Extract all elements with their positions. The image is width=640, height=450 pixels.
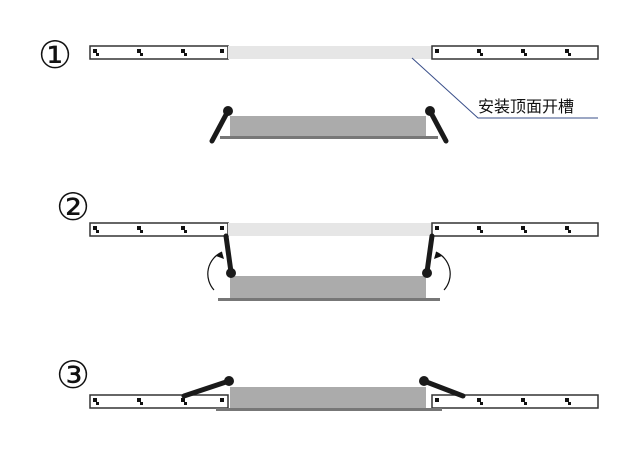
ceiling-board <box>89 394 229 409</box>
step-1: ① 安装顶面开槽 <box>38 33 599 144</box>
spring-clip-right <box>422 233 435 278</box>
spring-clip-right <box>419 376 466 399</box>
spring-clip-left <box>209 106 233 144</box>
panel-light <box>216 387 442 411</box>
callout-leader <box>411 57 598 119</box>
ceiling-right <box>431 394 599 409</box>
panel-light <box>220 116 438 139</box>
step-2-number: ② <box>56 185 90 229</box>
ceiling-dots <box>435 49 571 56</box>
ceiling-board <box>89 222 229 237</box>
spring-clip-right <box>425 106 449 144</box>
ceiling-right <box>431 222 599 237</box>
ceiling-board <box>89 45 229 60</box>
step-2: ② <box>56 185 599 301</box>
callout-label: 安装顶面开槽 <box>478 97 574 116</box>
panel-trim <box>220 136 438 139</box>
ceiling-opening <box>228 46 432 59</box>
ceiling-dots <box>435 398 571 405</box>
panel-body <box>230 276 426 298</box>
panel-trim <box>216 408 442 411</box>
ceiling-dots <box>435 226 571 233</box>
ceiling-board <box>431 222 599 237</box>
rotate-arrow-icon <box>434 251 451 291</box>
rotate-arrow-icon <box>207 251 224 291</box>
ceiling-dots <box>93 398 224 405</box>
spring-clip-left <box>181 376 234 399</box>
panel-light <box>218 276 440 301</box>
ceiling-board <box>431 45 599 60</box>
ceiling-board <box>431 394 599 409</box>
step-3-number: ③ <box>56 353 90 397</box>
ceiling-left <box>89 222 229 237</box>
step-1-number: ① <box>38 33 72 77</box>
panel-body <box>230 116 426 136</box>
panel-trim <box>218 298 440 301</box>
ceiling-left <box>89 394 229 409</box>
ceiling-dots <box>93 49 224 56</box>
spring-clip-left <box>223 233 236 278</box>
ceiling-left <box>89 45 229 60</box>
ceiling-right <box>431 45 599 60</box>
panel-body <box>230 387 426 408</box>
ceiling-opening <box>228 223 432 236</box>
ceiling-dots <box>93 226 224 233</box>
step-3: ③ <box>56 353 599 411</box>
